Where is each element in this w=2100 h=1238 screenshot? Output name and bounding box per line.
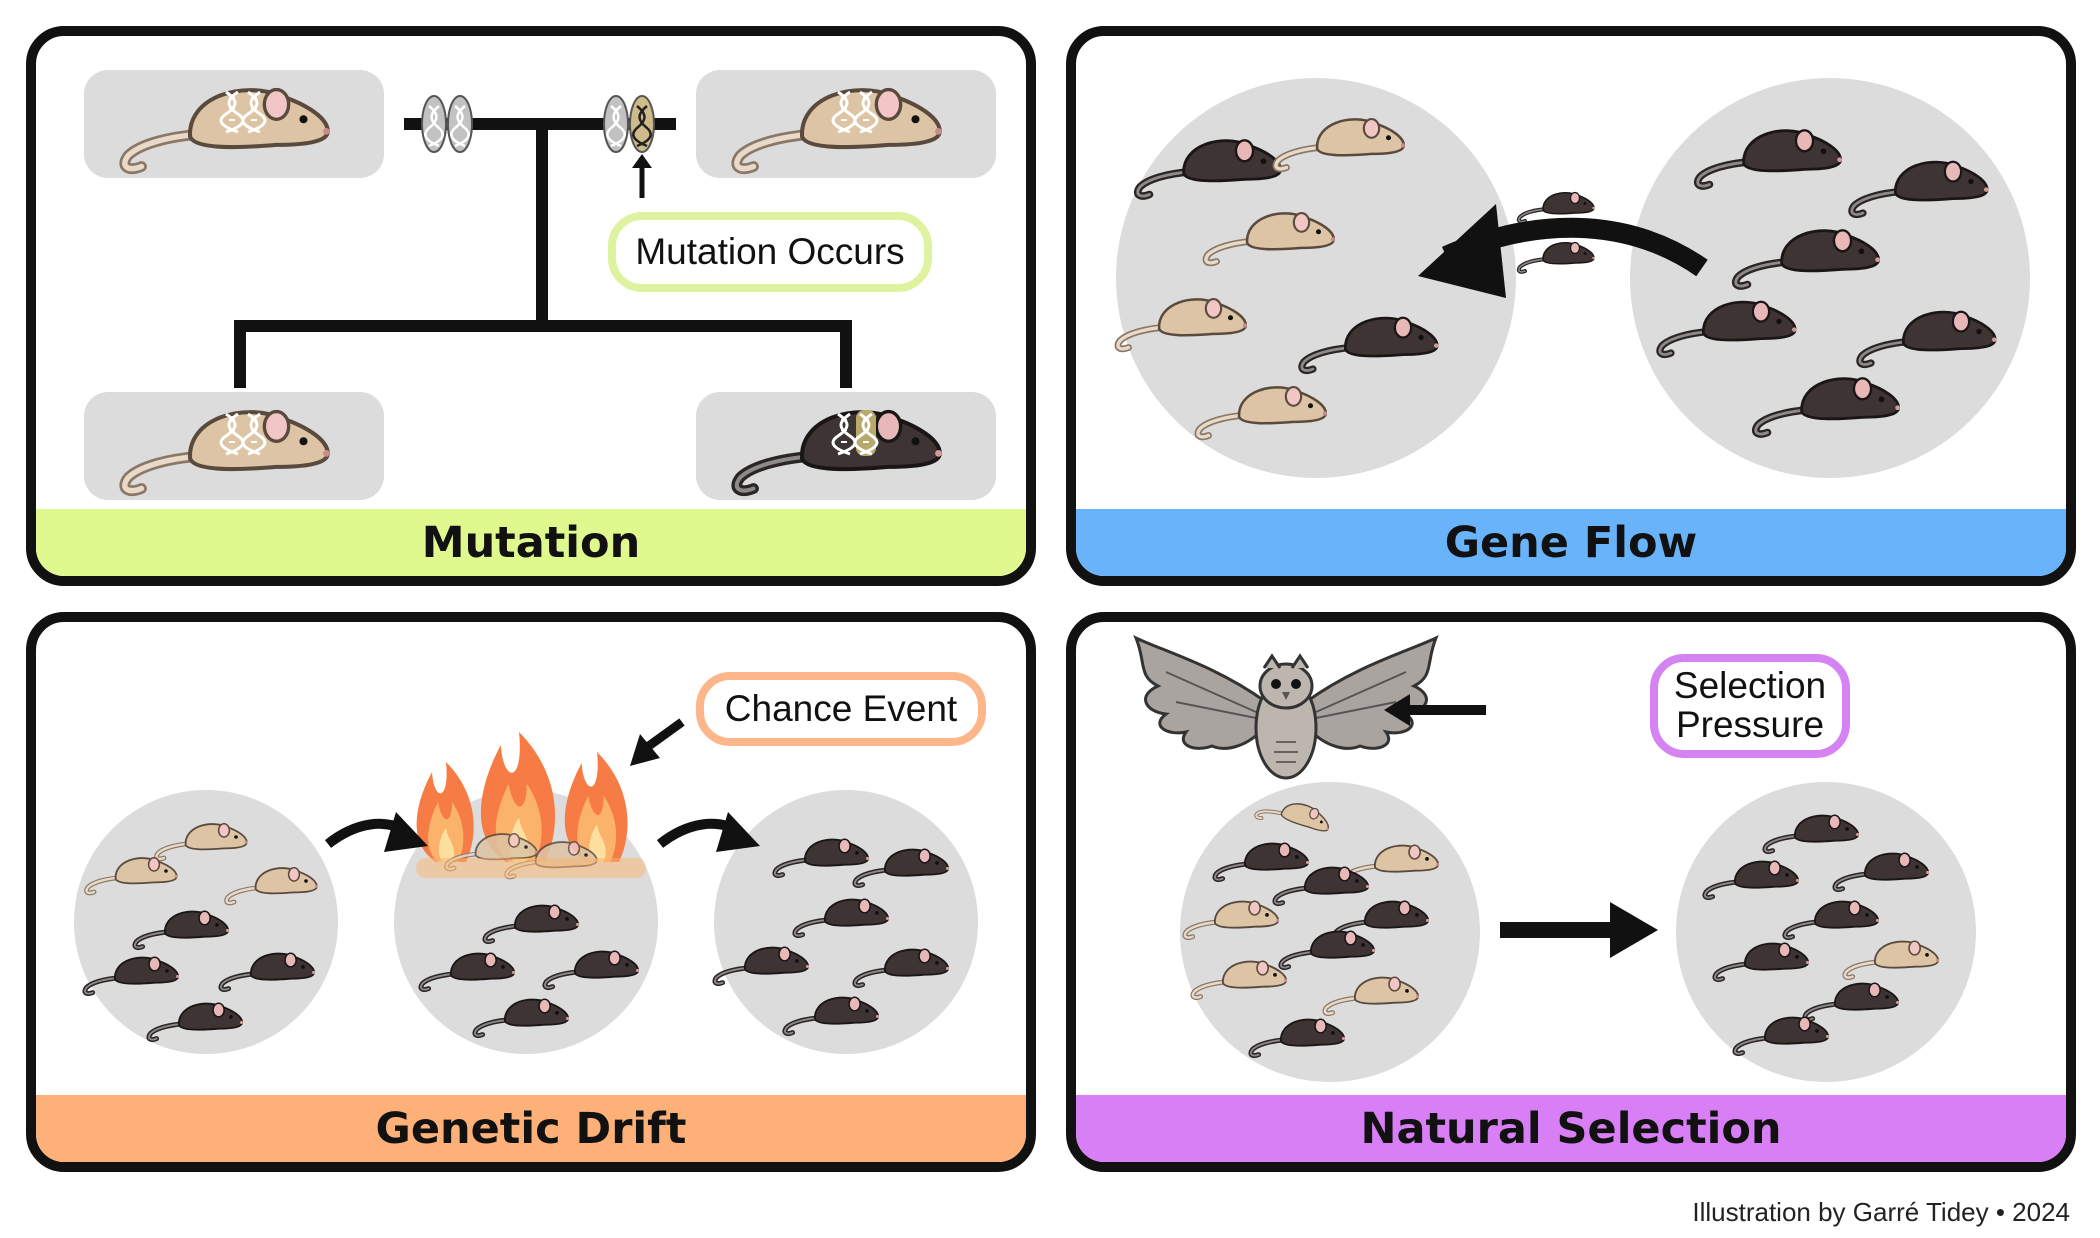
selection-pressure-tag: Selection Pressure xyxy=(1650,654,1850,758)
mutation-occurs-label: Mutation Occurs xyxy=(635,231,905,272)
mutation-footer: Mutation xyxy=(36,509,1026,576)
mutation-occurs-tag: Mutation Occurs xyxy=(608,212,932,292)
selection-pressure-line1: Selection xyxy=(1673,665,1827,707)
fire-icon xyxy=(416,732,646,878)
chromosome-left-2 xyxy=(446,94,474,154)
chromosome-left-1 xyxy=(420,94,448,154)
drift-arrow-1 xyxy=(384,812,428,852)
natural-selection-panel: Selection Pressure Natural Selection xyxy=(1066,612,2076,1172)
chance-event-tag: Chance Event xyxy=(696,672,986,746)
genetic-drift-panel: Chance Event Genetic Drift xyxy=(26,612,1036,1172)
gene-flow-arrow xyxy=(1418,204,1506,298)
natural-selection-diagram xyxy=(1133,635,1976,1082)
mutation-title: Mutation xyxy=(421,517,641,568)
illustration-credit: Illustration by Garré Tidey • 2024 xyxy=(1692,1197,2070,1227)
gene-flow-diagram xyxy=(1076,78,2030,478)
gene-flow-title: Gene Flow xyxy=(1444,517,1698,568)
genetic-drift-footer: Genetic Drift xyxy=(36,1095,1026,1162)
selection-arrow xyxy=(1610,902,1658,958)
genetic-drift-title: Genetic Drift xyxy=(375,1103,687,1154)
gene-flow-panel: Gene Flow xyxy=(1066,26,2076,586)
selection-pressure-line2: Pressure xyxy=(1675,704,1825,745)
chromosome-right-1 xyxy=(602,94,630,154)
genetic-drift-diagram xyxy=(74,718,978,1054)
drift-arrow-2 xyxy=(716,812,760,852)
natural-selection-title: Natural Selection xyxy=(1360,1103,1782,1154)
mutation-panel: Mutation Occurs Mutation xyxy=(26,26,1036,586)
mutation-diagram xyxy=(84,70,996,500)
natural-selection-footer: Natural Selection xyxy=(1076,1095,2066,1162)
chromosome-mutated xyxy=(628,94,656,154)
gene-flow-footer: Gene Flow xyxy=(1076,509,2066,576)
chance-event-label: Chance Event xyxy=(724,688,958,729)
